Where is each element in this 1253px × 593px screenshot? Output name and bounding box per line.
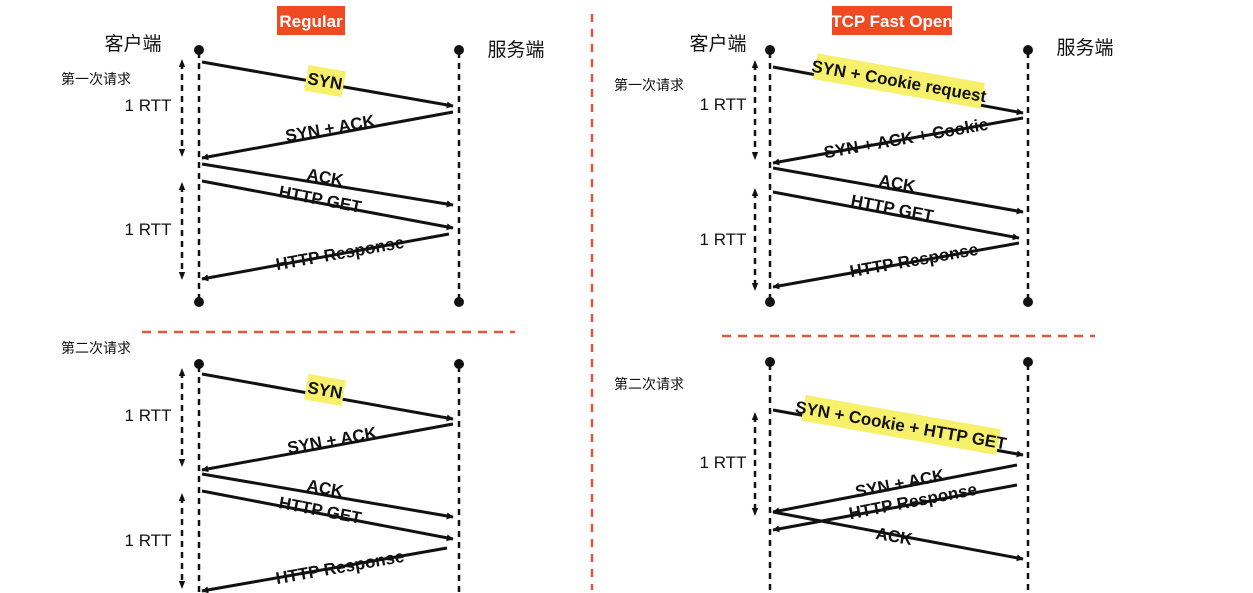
regular-client-endpoint bbox=[194, 45, 204, 55]
tfo-rtt-label: 1 RTT bbox=[700, 453, 747, 472]
tfo-msg-label: ACK bbox=[874, 524, 914, 549]
tfo-rtt-label: 1 RTT bbox=[700, 230, 747, 249]
tfo-msg-arrow bbox=[772, 116, 1024, 166]
tfo-panel: TCP Fast Open 客户端 服务端 第一次请求 第二次请求 1 RTT … bbox=[614, 6, 1114, 593]
tfo-msg-label: HTTP Response bbox=[848, 240, 979, 281]
tfo-client-endpoint bbox=[765, 357, 775, 367]
tfo-header-bg bbox=[832, 6, 952, 35]
tfo-server-endpoint bbox=[1023, 45, 1033, 55]
regular-panel: Regular 客户端 服务端 第一次请求 第二次请求 1 RTT 1 RTT … bbox=[61, 6, 545, 593]
regular-msg-arrow bbox=[201, 472, 454, 520]
tfo-server-endpoint bbox=[1023, 297, 1033, 307]
regular-syn-highlight bbox=[304, 373, 346, 407]
regular-msg-arrow bbox=[201, 422, 454, 473]
tfo-msg-arrow bbox=[772, 166, 1024, 215]
regular-header-title: Regular bbox=[279, 12, 343, 31]
regular-rtt-label: 1 RTT bbox=[125, 406, 172, 425]
tfo-client-endpoint bbox=[765, 297, 775, 307]
regular-server-label: 服务端 bbox=[487, 39, 544, 61]
regular-header-bg bbox=[277, 6, 345, 35]
tfo-first-request-label: 第一次请求 bbox=[614, 77, 684, 94]
regular-msg-label: HTTP Response bbox=[274, 547, 405, 588]
regular-rtt-label: 1 RTT bbox=[125, 96, 172, 115]
regular-msg-label: ACK bbox=[305, 165, 345, 190]
tfo-client-label: 客户端 bbox=[689, 33, 746, 55]
regular-msg-arrow bbox=[201, 110, 454, 161]
regular-msg-arrow bbox=[201, 179, 454, 231]
regular-rtt-label: 1 RTT bbox=[125, 531, 172, 550]
regular-msg-arrow bbox=[201, 162, 454, 208]
regular-msg-label: SYN + ACK bbox=[284, 111, 377, 146]
tfo-msg-label: HTTP GET bbox=[849, 191, 935, 226]
regular-second-request-label: 第二次请求 bbox=[61, 340, 131, 357]
regular-msg-label: SYN + ACK bbox=[286, 423, 379, 458]
regular-msg-arrow bbox=[201, 546, 448, 593]
regular-syn-highlight bbox=[304, 64, 346, 98]
regular-server-endpoint bbox=[454, 359, 464, 369]
tfo-client-endpoint bbox=[765, 45, 775, 55]
regular-msg-label: HTTP Response bbox=[274, 233, 405, 274]
tfo-rtt-label: 1 RTT bbox=[700, 95, 747, 114]
tfo-header-title: TCP Fast Open bbox=[831, 12, 953, 31]
tfo-msg-arrow bbox=[772, 241, 1020, 290]
regular-server-endpoint bbox=[454, 297, 464, 307]
regular-server-endpoint bbox=[454, 45, 464, 55]
tfo-second-request-label: 第二次请求 bbox=[614, 376, 684, 393]
tfo-server-endpoint bbox=[1023, 357, 1033, 367]
tfo-syn-cookie-request-highlight bbox=[813, 53, 985, 109]
regular-msg-arrow bbox=[201, 489, 454, 542]
tfo-msg-arrow bbox=[772, 510, 1024, 562]
tfo-msg-arrow bbox=[772, 463, 1018, 515]
tfo-syn-cookie-get-highlight bbox=[801, 395, 1001, 455]
regular-client-label: 客户端 bbox=[104, 33, 161, 55]
tfo-msg-label: ACK bbox=[877, 171, 917, 196]
regular-client-endpoint bbox=[194, 297, 204, 307]
regular-client-endpoint bbox=[194, 359, 204, 369]
regular-msg-label: ACK bbox=[305, 476, 345, 501]
tfo-server-label: 服务端 bbox=[1056, 37, 1113, 59]
tfo-msg-arrow bbox=[772, 483, 1018, 533]
tfo-msg-arrow bbox=[772, 190, 1020, 241]
tfo-msg-label: SYN + ACK + Cookie bbox=[822, 115, 989, 163]
regular-first-request-label: 第一次请求 bbox=[61, 71, 131, 88]
regular-msg-arrow bbox=[201, 232, 450, 282]
regular-rtt-label: 1 RTT bbox=[125, 220, 172, 239]
